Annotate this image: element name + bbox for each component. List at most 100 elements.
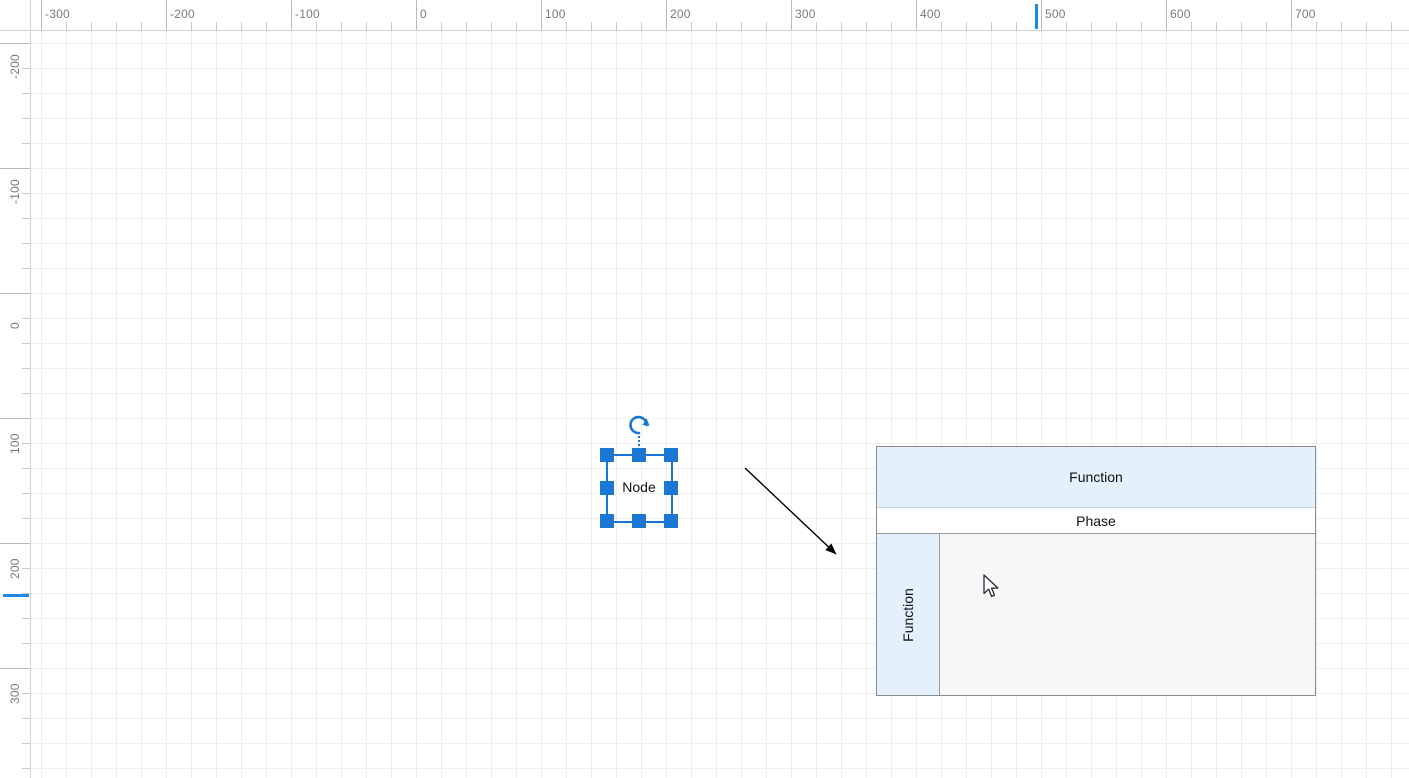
resize-handle-nw[interactable] [600,448,614,462]
ruler-tick-minor [1191,22,1192,30]
pool-phase-band[interactable]: Phase [877,508,1315,534]
node-selection-group[interactable]: Node [600,448,678,528]
ruler-label: 100 [545,7,566,21]
ruler-tick-minor [1241,22,1242,30]
ruler-tick-minor [641,22,642,30]
ruler-tick-major [0,543,31,544]
ruler-tick-minor [116,22,117,30]
ruler-tick-minor [591,22,592,30]
ruler-tick-minor [1216,22,1217,30]
resize-handle-se[interactable] [664,514,678,528]
ruler-tick-minor [1391,22,1392,30]
ruler-label: 100 [8,433,22,454]
ruler-label: -200 [170,7,195,21]
resize-handle-ne[interactable] [664,448,678,462]
ruler-tick-minor [22,718,30,719]
ruler-tick-major [0,293,31,294]
ruler-tick-minor [341,22,342,30]
canvas-grid[interactable]: Function Phase Function [31,31,1409,778]
resize-handle-n[interactable] [632,448,646,462]
ruler-label: 0 [8,322,22,329]
lane-header[interactable]: Function [877,534,940,695]
ruler-tick-minor [1016,22,1017,30]
ruler-tick-minor [22,768,30,769]
ruler-tick-minor [841,22,842,30]
ruler-tick-minor [22,493,30,494]
ruler-tick-major [916,0,917,31]
ruler-tick-minor [466,22,467,30]
ruler-label: -300 [45,7,70,21]
ruler-tick-minor [516,22,517,30]
ruler-tick-minor [241,22,242,30]
ruler-tick-minor [691,22,692,30]
ruler-tick-major [541,0,542,31]
ruler-tick-minor [22,243,30,244]
ruler-tick-minor [491,22,492,30]
ruler-tick-major [1041,0,1042,31]
ruler-label: 600 [1170,7,1191,21]
ruler-corner [0,0,31,31]
swimlane-pool[interactable]: Function Phase Function [876,446,1316,696]
ruler-tick-minor [22,343,30,344]
ruler-tick-major [791,0,792,31]
ruler-tick-minor [22,143,30,144]
ruler-tick-minor [1266,22,1267,30]
ruler-tick-minor [22,68,30,69]
ruler-tick-minor [941,22,942,30]
ruler-tick-minor [266,22,267,30]
pool-phase-label: Phase [1076,513,1116,529]
ruler-marker-vertical [3,594,29,597]
ruler-tick-major [416,0,417,31]
lane-header-label: Function [900,588,916,642]
ruler-tick-minor [966,22,967,30]
ruler-tick-minor [191,22,192,30]
rotate-icon[interactable] [626,414,652,436]
ruler-tick-minor [716,22,717,30]
ruler-tick-minor [22,468,30,469]
resize-handle-w[interactable] [600,481,614,495]
ruler-tick-minor [1091,22,1092,30]
ruler-tick-minor [22,368,30,369]
ruler-tick-minor [1116,22,1117,30]
lane-body[interactable] [940,534,1315,695]
ruler-tick-major [0,168,31,169]
ruler-tick-minor [216,22,217,30]
pool-title-band[interactable]: Function [877,447,1315,508]
ruler-label: -100 [8,179,22,204]
ruler-label: 300 [795,7,816,21]
ruler-tick-major [166,0,167,31]
ruler-tick-minor [22,218,30,219]
ruler-tick-minor [741,22,742,30]
ruler-tick-minor [22,93,30,94]
ruler-tick-minor [391,22,392,30]
ruler-tick-minor [991,22,992,30]
ruler-tick-minor [1341,22,1342,30]
ruler-tick-minor [22,743,30,744]
arrow-connector[interactable] [731,451,871,591]
ruler-tick-minor [866,22,867,30]
ruler-tick-minor [22,643,30,644]
resize-handle-sw[interactable] [600,514,614,528]
horizontal-ruler[interactable]: -300-200-1000100200300400500600700 [31,0,1409,31]
ruler-tick-minor [22,118,30,119]
ruler-tick-major [291,0,292,31]
ruler-tick-major [41,0,42,31]
ruler-tick-major [1291,0,1292,31]
ruler-tick-minor [316,22,317,30]
ruler-label: 300 [8,683,22,704]
ruler-tick-major [1166,0,1167,31]
ruler-tick-minor [1066,22,1067,30]
resize-handle-e[interactable] [664,481,678,495]
vertical-ruler[interactable]: -200-1000100200300 [0,31,31,778]
ruler-label: 500 [1045,7,1066,21]
ruler-tick-minor [891,22,892,30]
ruler-tick-minor [566,22,567,30]
resize-handle-s[interactable] [632,514,646,528]
ruler-tick-major [0,418,31,419]
ruler-tick-minor [141,22,142,30]
ruler-tick-minor [66,22,67,30]
ruler-label: 400 [920,7,941,21]
ruler-tick-minor [91,22,92,30]
ruler-tick-minor [22,393,30,394]
